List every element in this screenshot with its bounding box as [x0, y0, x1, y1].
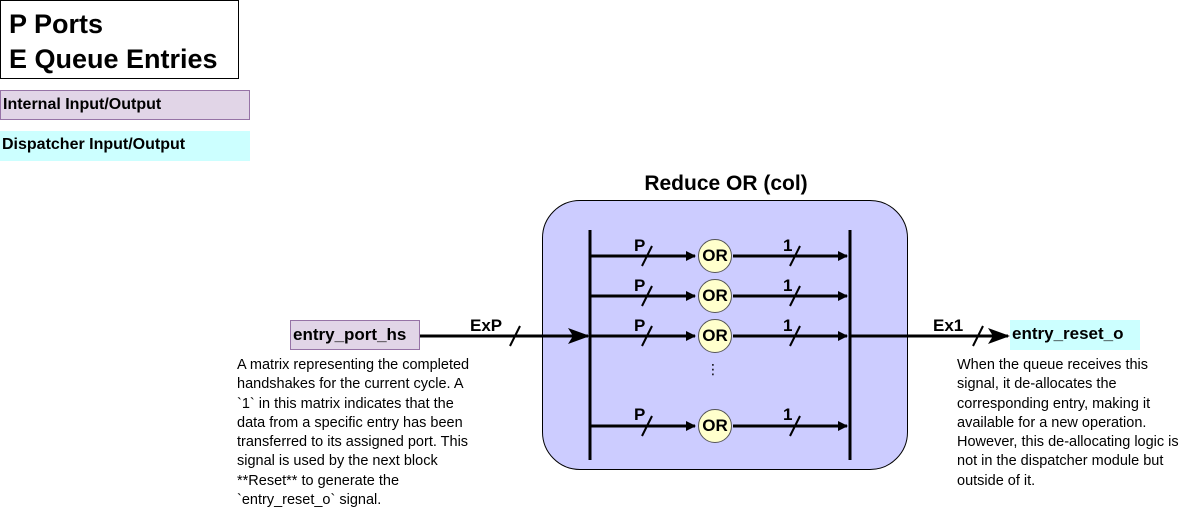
or-row-3 [590, 325, 848, 347]
row3-in-width: P [634, 316, 646, 335]
or-gate-4: OR [698, 409, 732, 443]
or-row-1 [590, 245, 848, 267]
legend-dispatcher-io: Dispatcher Input/Output [0, 131, 250, 161]
legend-entries: E Queue Entries [9, 44, 218, 74]
or-gate-2: OR [698, 279, 732, 313]
row1-in-width: P [634, 236, 646, 255]
row2-out-width: 1 [783, 276, 793, 295]
legend-box: P Ports E Queue Entries [0, 0, 239, 79]
ellipsis: ⋮ [706, 361, 720, 377]
legend-ports: P Ports [9, 9, 104, 39]
input-bus-width: ExP [470, 316, 503, 335]
output-signal-entry-reset-o: entry_reset_o [1010, 320, 1140, 350]
or-row-2 [590, 285, 848, 307]
row4-out-width: 1 [783, 405, 793, 424]
or-gate-1: OR [698, 239, 732, 273]
or-gate-3: OR [698, 319, 732, 353]
input-signal-entry-port-hs: entry_port_hs [290, 320, 420, 350]
row2-in-width: P [634, 276, 646, 295]
row4-in-width: P [634, 405, 646, 424]
output-bus-slash [972, 325, 984, 347]
input-bus-slash [509, 325, 521, 347]
row1-out-width: 1 [783, 236, 793, 255]
output-bus-width: Ex1 [933, 316, 964, 335]
row3-out-width: 1 [783, 316, 793, 335]
block-title: Reduce OR (col) [644, 172, 808, 195]
or-row-4 [590, 415, 848, 437]
output-description: When the queue receives this signal, it … [957, 357, 1179, 489]
input-description: A matrix representing the completed hand… [237, 357, 470, 509]
legend-internal-io: Internal Input/Output [0, 90, 250, 120]
